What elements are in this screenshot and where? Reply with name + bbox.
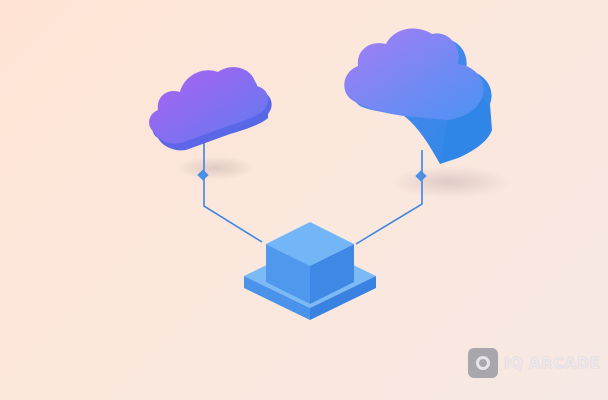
- connector-right: [355, 150, 423, 245]
- connector-left: [203, 140, 263, 243]
- cloud-right-shadow: [390, 166, 510, 198]
- cloud-left-icon: [149, 67, 272, 151]
- server-icon: [244, 222, 376, 320]
- cloud-right-icon: [344, 28, 492, 165]
- iq-arcade-logo-icon: [468, 348, 498, 378]
- iq-arcade-watermark: IQ ARCADE: [468, 348, 601, 378]
- connector-right-node-icon: [415, 170, 427, 182]
- cloud-left-shadow: [175, 156, 255, 180]
- connector-left-node-icon: [197, 169, 209, 181]
- watermark-text: IQ ARCADE: [504, 354, 601, 372]
